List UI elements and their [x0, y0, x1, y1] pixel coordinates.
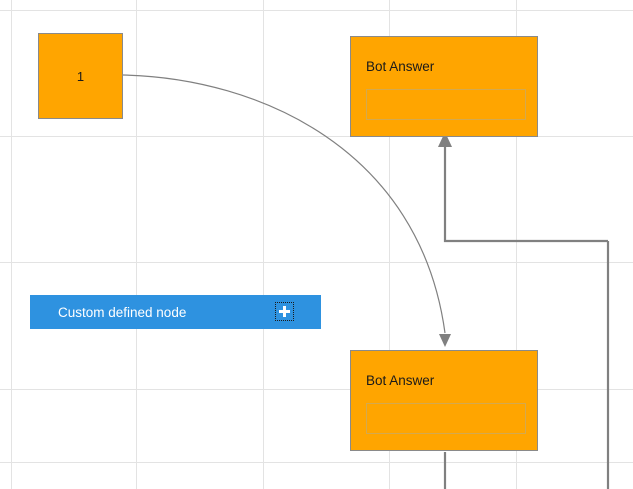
- node-bot-answer-top-field[interactable]: [366, 89, 526, 120]
- node-bot-answer-top-title: Bot Answer: [366, 59, 435, 74]
- node-start-label: 1: [76, 68, 85, 84]
- plus-icon[interactable]: [275, 302, 294, 321]
- node-bot-answer-bottom-field[interactable]: [366, 403, 526, 434]
- palette-item-custom-defined-node[interactable]: Custom defined node: [30, 295, 321, 329]
- node-bot-answer-bottom-title: Bot Answer: [366, 373, 435, 388]
- node-start[interactable]: 1: [38, 33, 123, 119]
- palette-item-label: Custom defined node: [58, 304, 187, 320]
- node-bot-answer-bottom[interactable]: Bot Answer: [350, 350, 538, 451]
- node-bot-answer-top[interactable]: Bot Answer: [350, 36, 538, 137]
- plus-icon-vertical-bar: [283, 306, 286, 317]
